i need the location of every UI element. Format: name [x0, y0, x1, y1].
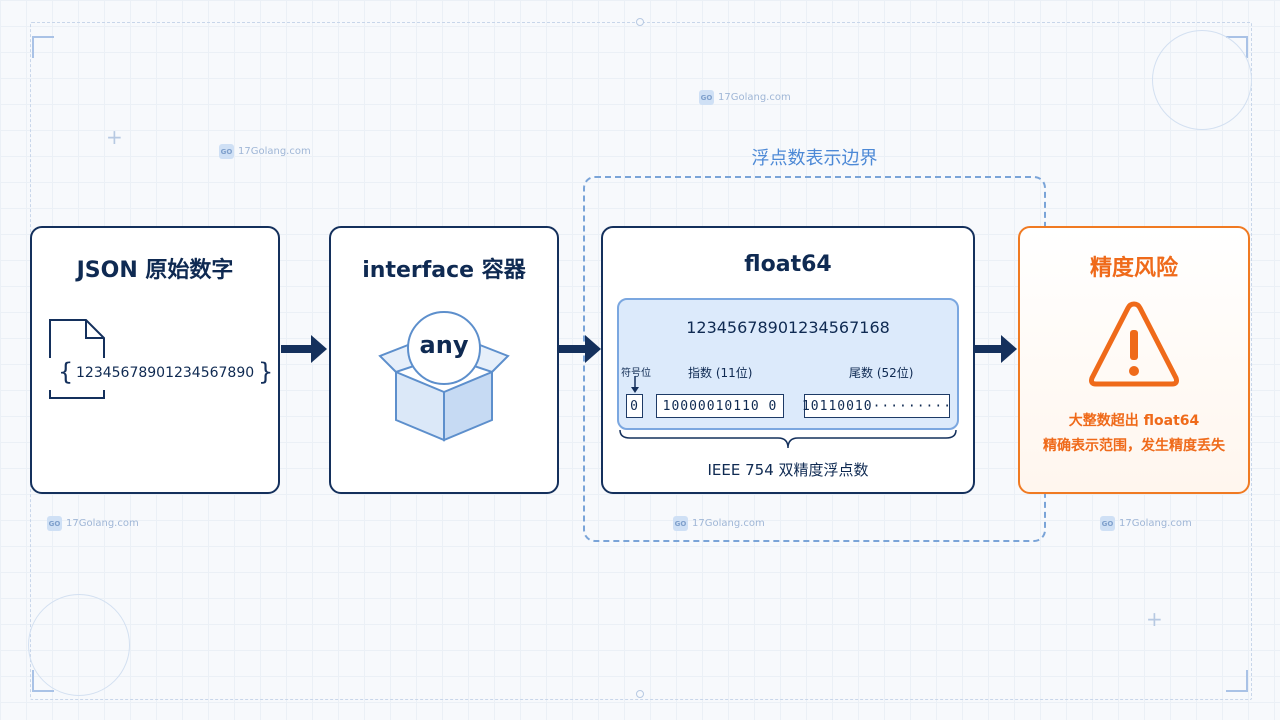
warning-icon: [1089, 301, 1179, 387]
flow-arrow: [281, 335, 327, 363]
mantissa-bits: 10110010·········: [802, 394, 951, 418]
frame-corner: [32, 36, 54, 58]
region-label: 浮点数表示边界: [751, 148, 878, 169]
decorative-dot: [636, 690, 644, 698]
risk-line-1: 大整数超出 float64: [1068, 413, 1200, 429]
decorative-circle: [28, 594, 130, 696]
any-badge: any: [419, 331, 469, 359]
plus-icon: +: [106, 125, 123, 149]
interface-box-title: interface 容器: [362, 258, 526, 283]
float-value: 12345678901234567168: [686, 318, 890, 337]
pointer-icon: [631, 376, 639, 393]
exponent-label: 指数 (11位): [688, 366, 753, 380]
ieee-caption: IEEE 754 双精度浮点数: [707, 461, 869, 479]
risk-title: 精度风险: [1089, 256, 1178, 281]
flow-arrow: [559, 335, 601, 363]
json-box-title: JSON 原始数字: [76, 258, 234, 283]
frame-corner: [32, 670, 54, 692]
open-brace: {: [58, 358, 74, 386]
frame-corner: [1226, 670, 1248, 692]
json-number-row: [46, 358, 276, 390]
decorative-dot: [636, 18, 644, 26]
risk-line-2: 精确表示范围，发生精度丢失: [1043, 438, 1225, 454]
exponent-bits: 10000010110 0: [656, 394, 784, 418]
box-icon: [378, 311, 510, 442]
curly-brace: [619, 429, 957, 449]
decorative-circle: [1152, 30, 1252, 130]
json-number: 12345678901234567890: [76, 365, 255, 381]
flow-arrow: [975, 335, 1017, 363]
sign-bit: 0: [626, 394, 643, 418]
frame-corner: [1226, 36, 1248, 58]
close-brace: }: [258, 358, 274, 386]
interface-box: interface 容器: [329, 226, 559, 494]
sign-label: 符号位: [621, 368, 651, 379]
float64-box-title: float64: [744, 252, 832, 277]
plus-icon: +: [1146, 607, 1163, 631]
mantissa-label: 尾数 (52位): [849, 366, 914, 380]
